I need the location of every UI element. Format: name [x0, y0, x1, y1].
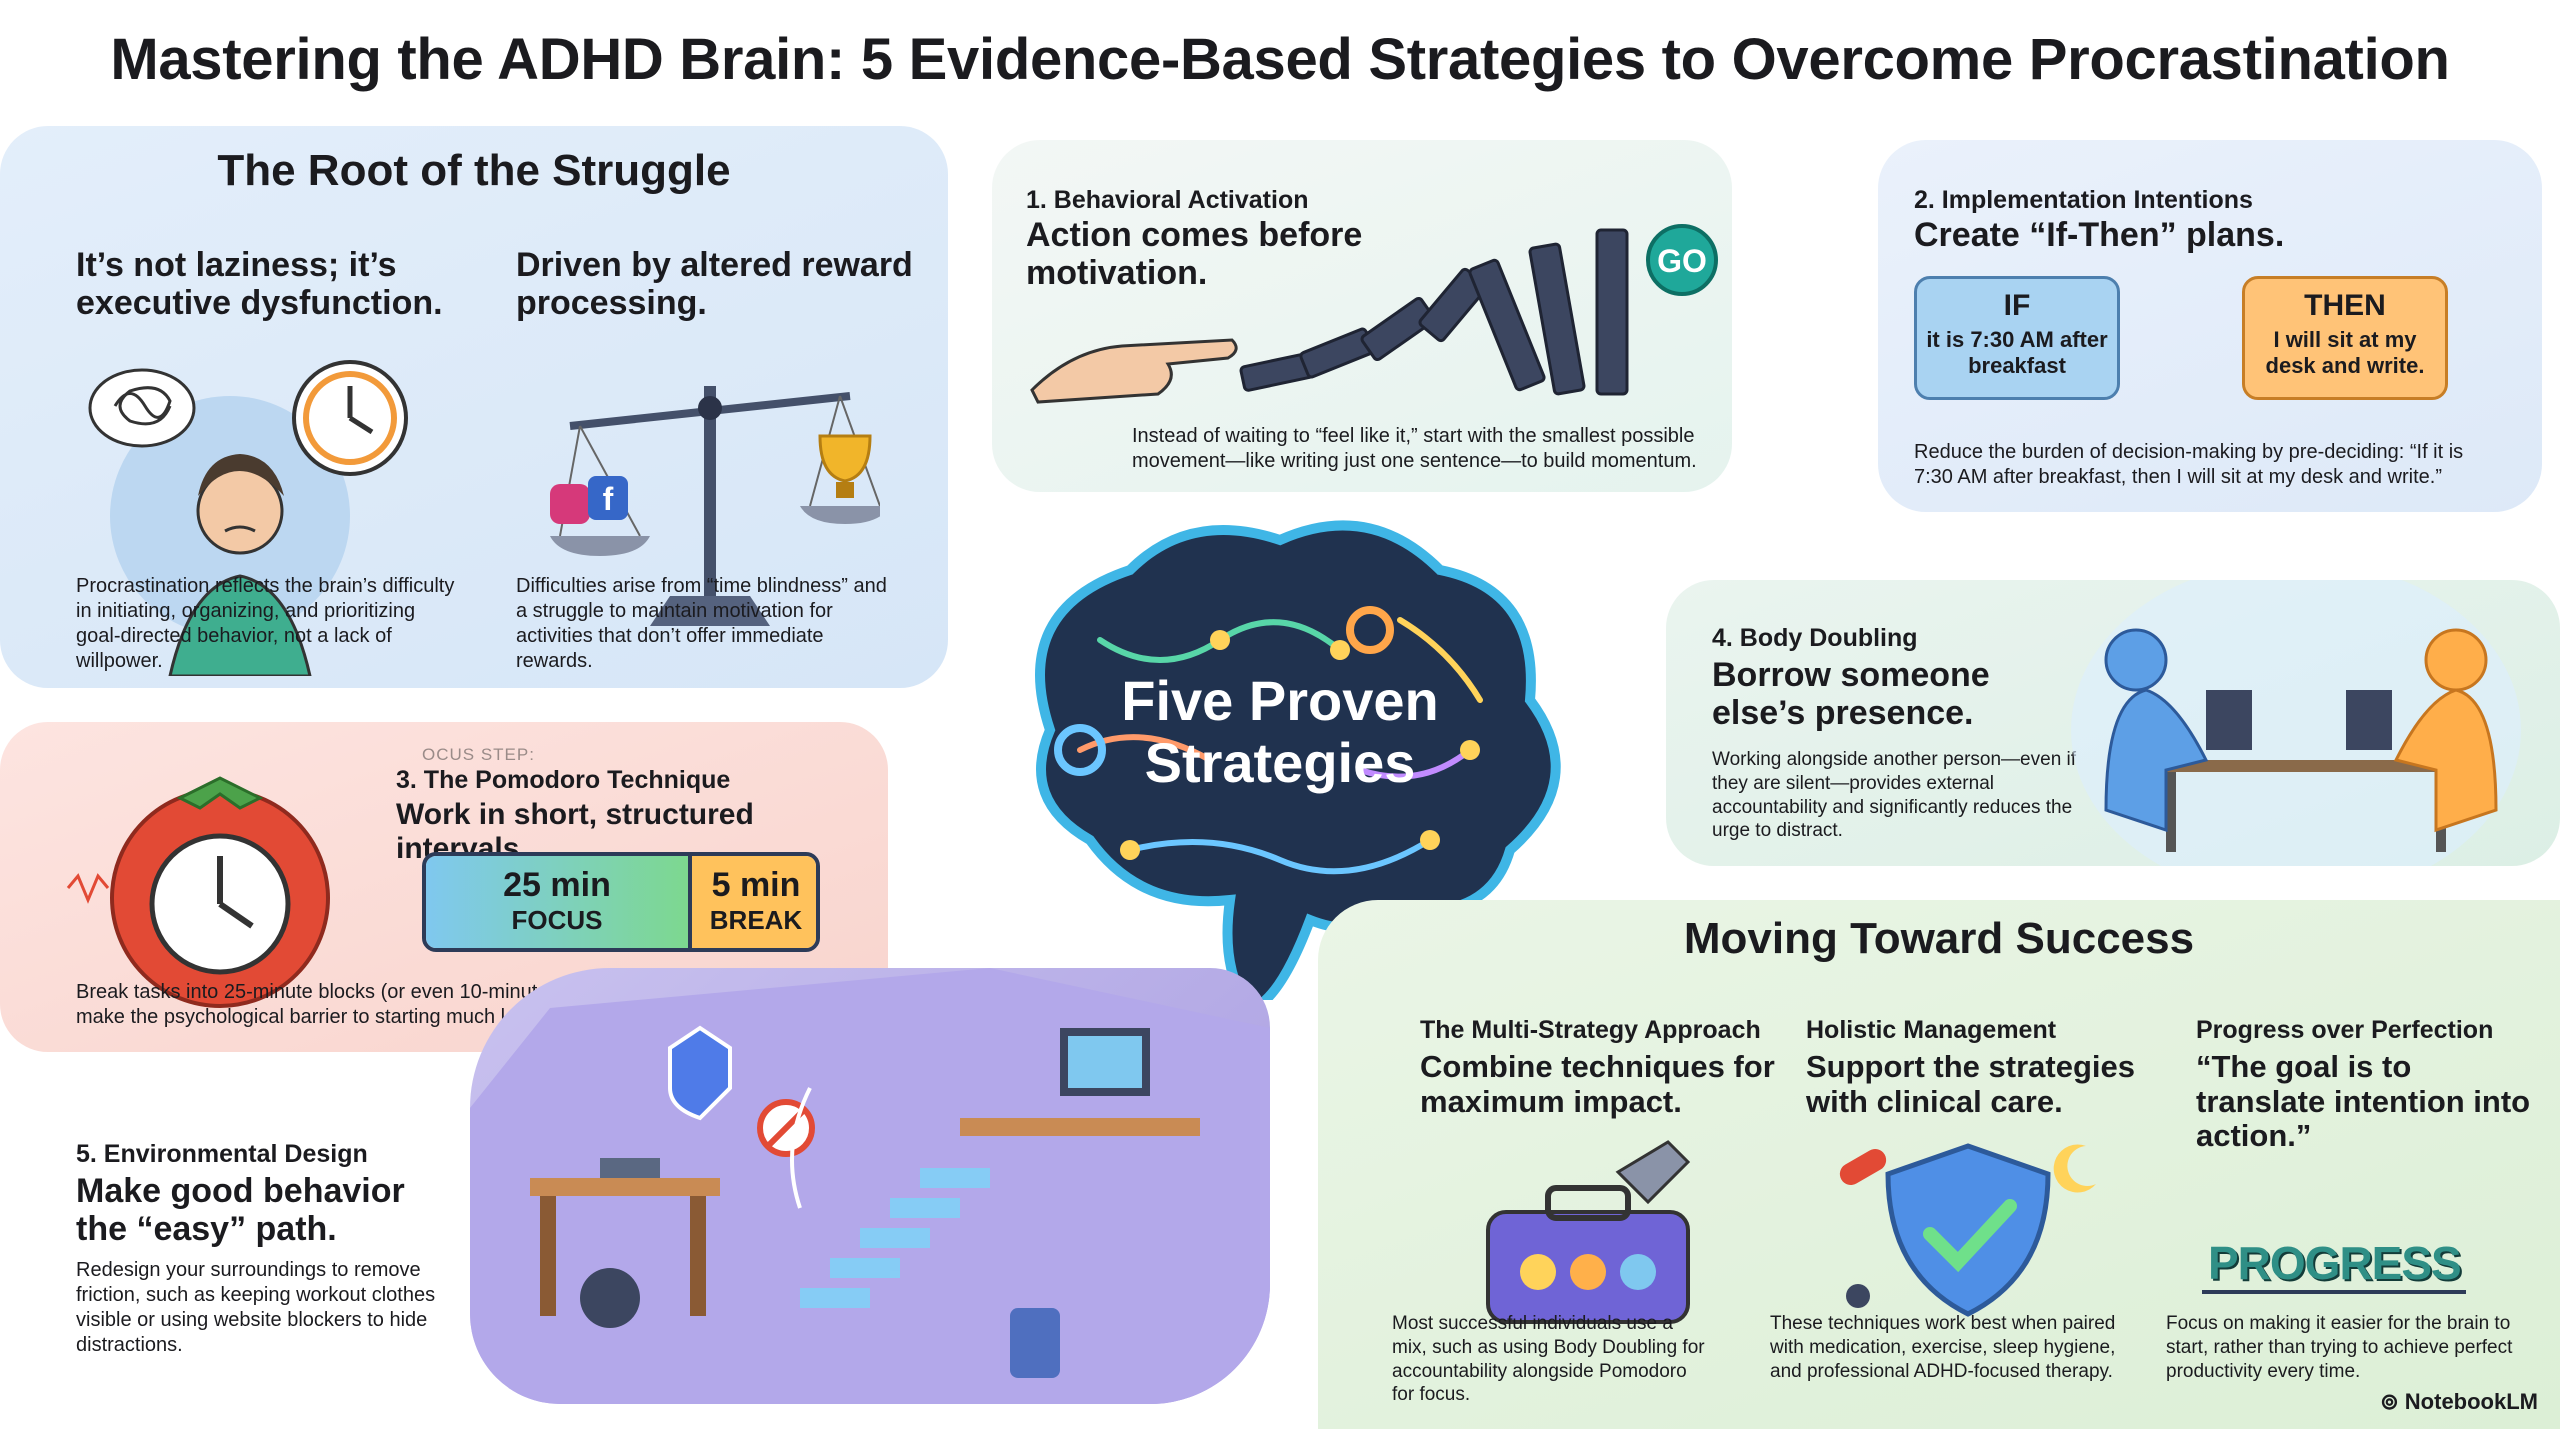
tomato-timer-icon [66, 776, 330, 1008]
if-text: it is 7:30 AM after breakfast [1926, 327, 2108, 379]
success-col3-heading: “The goal is to translate intention into… [2196, 1049, 2531, 1154]
brain-illustration: Five Proven Strategies [1035, 520, 1561, 1000]
success-col3-eyebrow: Progress over Perfection [2196, 1016, 2494, 1044]
body-doubling-eyebrow: 4. Body Doubling [1712, 624, 1918, 652]
pomodoro-bar: 25 min FOCUS 5 min BREAK [422, 852, 820, 952]
svg-text:f: f [603, 481, 614, 517]
success-title: Moving Toward Success [1683, 914, 2195, 963]
behavioral-heading: Action comes before motivation. [1026, 216, 1363, 293]
if-label: IF [2003, 289, 2031, 322]
implementation-heading: Create “If-Then” plans. [1914, 216, 2285, 254]
pomodoro-panel: OCUS STEP: 3. The Pomodoro Technique Wor… [0, 722, 888, 1052]
environment-heading: Make good behavior the “easy” path. [76, 1172, 405, 1249]
page-title: Mastering the ADHD Brain: 5 Evidence-Bas… [110, 27, 2450, 92]
body-doubling-panel: 4. Body Doubling Borrow someone else’s p… [1666, 580, 2560, 866]
success-col3-body: Focus on making it easier for the brain … [2166, 1313, 2513, 1382]
body-doubling-body: Working alongside another person—even if… [1712, 749, 2077, 842]
behavioral-activation-panel: 1. Behavioral Activation Action comes be… [992, 140, 1732, 492]
success-panel: Moving Toward Success The Multi-Strategy… [1318, 900, 2560, 1429]
success-col2-body: These techniques work best when paired w… [1770, 1313, 2116, 1382]
reward-scale-illustration: f [550, 386, 880, 626]
notebooklm-icon: ⊚ [2380, 1389, 2405, 1414]
environment-body: Redesign your surroundings to remove fri… [76, 1259, 436, 1356]
success-col2-eyebrow: Holistic Management [1806, 1016, 2057, 1044]
center-line-2: Strategies [1145, 731, 1416, 794]
focus-label: FOCUS [511, 905, 603, 935]
go-badge-text: GO [1657, 243, 1707, 279]
body-doubling-heading: Borrow someone else’s presence. [1712, 656, 1990, 733]
progress-underline [2202, 1290, 2466, 1294]
focus-time: 25 min [503, 866, 611, 904]
pomodoro-eyebrow: 3. The Pomodoro Technique [396, 766, 731, 794]
behavioral-eyebrow: 1. Behavioral Activation [1026, 186, 1309, 214]
root-right-body: Difficulties arise from “time blindness”… [516, 575, 887, 672]
root-title: The Root of the Struggle [217, 146, 731, 195]
then-box: THEN I will sit at my desk and write. [2242, 276, 2448, 400]
body-doubling-illustration [2071, 580, 2521, 866]
root-panel: The Root of the Struggle It’s not lazine… [0, 126, 948, 688]
success-col1-heading: Combine techniques for maximum impact. [1420, 1049, 1775, 1119]
implementation-body: Reduce the burden of decision-making by … [1914, 441, 2464, 488]
behavioral-body: Instead of waiting to “feel like it,” st… [1132, 425, 1697, 472]
domino-illustration: GO [1030, 224, 1718, 404]
root-left-body: Procrastination reflects the brain’s dif… [76, 575, 455, 672]
progress-label: PROGRESS [2208, 1237, 2462, 1289]
success-col1-eyebrow: The Multi-Strategy Approach [1420, 1016, 1761, 1044]
success-col1-body: Most successful individuals use a mix, s… [1392, 1313, 1705, 1406]
environment-eyebrow: 5. Environmental Design [76, 1140, 368, 1168]
environment-room-illustration [470, 968, 1270, 1404]
implementation-intentions-panel: 2. Implementation Intentions Create “If-… [1878, 140, 2542, 512]
then-text: I will sit at my desk and write. [2265, 327, 2425, 379]
center-line-1: Five Proven [1121, 669, 1438, 732]
then-label: THEN [2304, 289, 2386, 322]
notebooklm-logo: ⊚ NotebookLM [2380, 1389, 2538, 1415]
executive-dysfunction-illustration [88, 360, 408, 676]
success-col2-heading: Support the strategies with clinical car… [1806, 1049, 2135, 1119]
break-time: 5 min [711, 866, 801, 904]
pomodoro-faded-label: OCUS STEP: [422, 745, 535, 764]
toolbox-icon [1486, 1140, 1691, 1324]
root-left-heading: It’s not laziness; it’s executive dysfun… [76, 246, 443, 323]
if-box: IF it is 7:30 AM after breakfast [1914, 276, 2120, 400]
implementation-eyebrow: 2. Implementation Intentions [1914, 186, 2253, 214]
environment-panel [470, 968, 1270, 1404]
brand-text: NotebookLM [2404, 1389, 2538, 1414]
root-right-heading: Driven by altered reward processing. [516, 246, 913, 323]
break-label: BREAK [709, 905, 803, 935]
health-shield-icon [1839, 1143, 2096, 1317]
